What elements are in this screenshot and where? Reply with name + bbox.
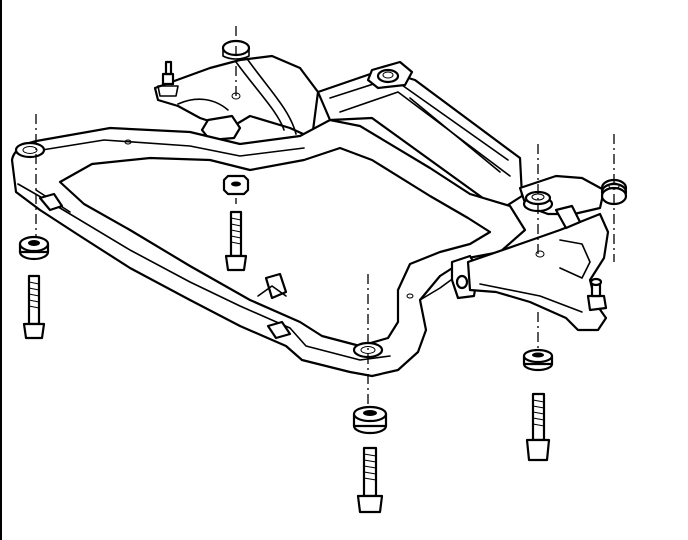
left-front-bolt — [18, 235, 50, 340]
right-rear-bolt — [522, 348, 554, 462]
crossmember-frame — [10, 118, 527, 378]
center-left-bolt — [222, 174, 250, 272]
alignment-center-lines — [35, 26, 615, 408]
rear-cross-beam — [316, 60, 524, 212]
right-lower-control-arm — [466, 174, 628, 332]
frame-edge-line — [0, 0, 2, 540]
center-front-bolt — [352, 405, 388, 514]
